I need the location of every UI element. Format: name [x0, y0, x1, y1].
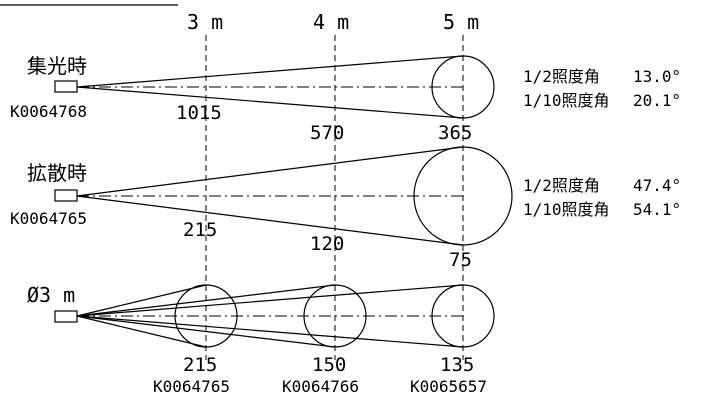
beam-circle-3m — [174, 284, 238, 348]
beam-edge-5m-lower — [76, 315, 464, 348]
angle-value-tenth: 54.1° — [633, 200, 681, 219]
model-number-4m: K0064766 — [282, 377, 359, 396]
distance-label-3m: 3 m — [187, 10, 223, 34]
lamp-icon — [54, 189, 78, 202]
angle-value-tenth: 20.1° — [633, 91, 681, 110]
lux-value-5m: 75 — [449, 249, 472, 271]
lamp-icon — [54, 80, 78, 93]
row-flood: 拡散時 K0064765 215 120 75 1/2照度角 47.4° 1/1… — [10, 146, 681, 271]
row-spot: 集光時 K0064768 1015 570 365 1/2照度角 13.0° 1… — [10, 54, 681, 144]
lux-value-3m: 1015 — [176, 102, 222, 124]
distance-label-5m: 5 m — [443, 10, 479, 34]
lux-value-4m: 120 — [310, 233, 344, 255]
model-number: K0064768 — [10, 102, 87, 121]
beam-circle-4m — [303, 284, 367, 348]
model-number: K0064765 — [10, 209, 87, 228]
row-fixed-diameter: Ø3 m 215 150 135 K0064765 K0064766 K0065… — [27, 283, 495, 396]
lux-value-4m: 570 — [310, 122, 344, 144]
beam-circle-5m — [413, 146, 513, 246]
beam-circle-5m — [431, 55, 495, 119]
lux-value-5m: 135 — [440, 354, 474, 376]
beam-edge-5m-upper — [76, 284, 464, 317]
model-number-5m: K0065657 — [410, 377, 487, 396]
beam-edge-3m-upper — [76, 284, 207, 317]
lux-value-3m: 215 — [183, 219, 217, 241]
row-label: 拡散時 — [27, 161, 87, 185]
lamp-icon — [54, 310, 78, 323]
angle-name-half: 1/2照度角 — [523, 67, 600, 86]
angle-value-half: 47.4° — [633, 176, 681, 195]
beam-edge-4m-lower — [76, 315, 336, 348]
row-label: Ø3 m — [27, 283, 75, 307]
row-label: 集光時 — [27, 54, 87, 78]
distance-label-4m: 4 m — [313, 10, 349, 34]
lux-value-4m: 150 — [312, 354, 346, 376]
beam-edge-4m-upper — [76, 284, 336, 317]
beam-edge-lower — [76, 195, 464, 246]
beam-circle-5m — [431, 284, 495, 348]
beam-edge-3m-lower — [76, 315, 207, 348]
lux-value-5m: 365 — [438, 122, 472, 144]
angle-name-tenth: 1/10照度角 — [523, 200, 610, 219]
beam-edge-upper — [76, 55, 464, 88]
lux-value-3m: 215 — [183, 354, 217, 376]
beam-edge-lower — [76, 86, 464, 119]
beam-edge-upper — [76, 146, 464, 197]
angle-value-half: 13.0° — [633, 67, 681, 86]
angle-name-tenth: 1/10照度角 — [523, 91, 610, 110]
model-number-3m: K0064765 — [153, 377, 230, 396]
angle-name-half: 1/2照度角 — [523, 176, 600, 195]
